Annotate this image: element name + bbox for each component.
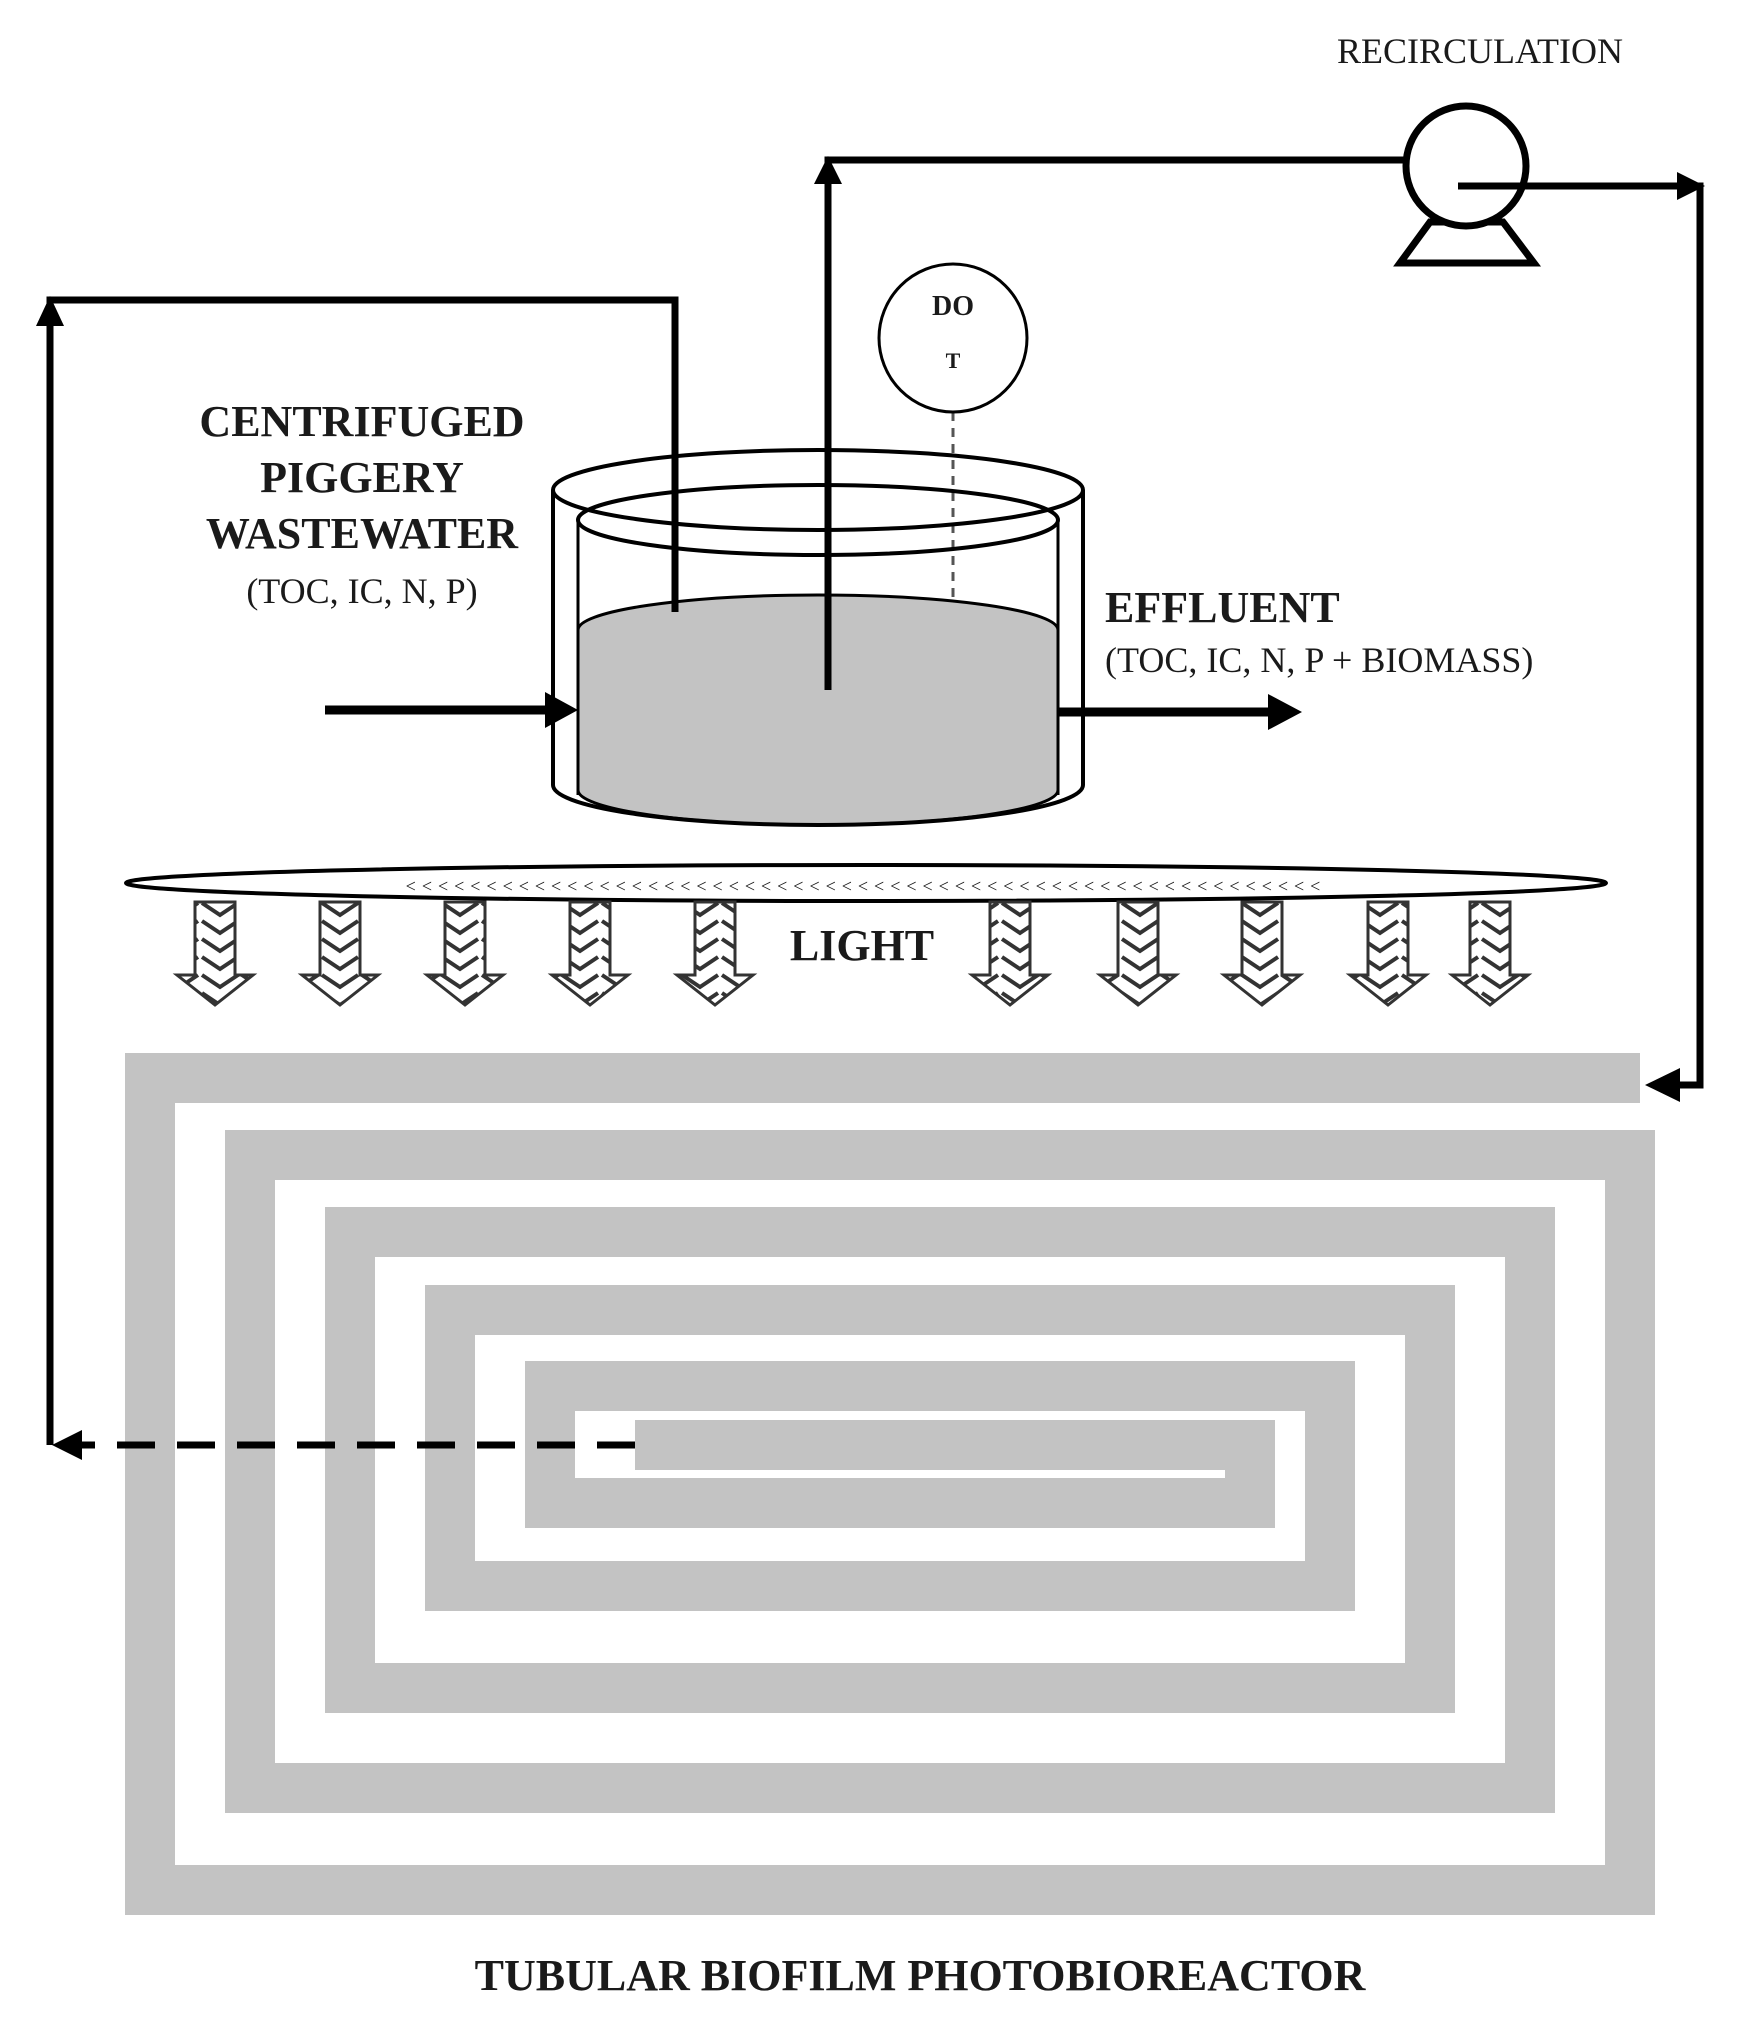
light-source: <<<<<<<<<<<<<<<<<<<<<<<<<<<<<<<<<<<<<<<<… (124, 863, 1608, 1007)
effluent-params: (TOC, IC, N, P + BIOMASS) (1105, 640, 1533, 680)
pump-icon (1393, 102, 1542, 267)
lamp-tube (124, 863, 1608, 903)
recirculation-label: RECIRCULATION (1337, 31, 1623, 71)
recirculation-up-arrowhead (814, 156, 842, 184)
return-pipe-up-arrowhead (36, 296, 64, 326)
lamp-tube-pattern: <<<<<<<<<<<<<<<<<<<<<<<<<<<<<<<<<<<<<<<<… (406, 876, 1327, 896)
tubular-spiral (125, 1053, 1655, 1915)
do-label: DO (932, 291, 974, 322)
light-ray-arrow (172, 900, 258, 1007)
light-ray-arrow (547, 900, 633, 1007)
light-ray-arrow (297, 900, 383, 1007)
influent-title-line2: PIGGERY (260, 453, 464, 502)
effluent-arrowhead (1268, 694, 1302, 730)
reactor-title: TUBULAR BIOFILM PHOTOBIOREACTOR (475, 1951, 1367, 2000)
light-label: LIGHT (790, 921, 934, 970)
light-ray-arrow (967, 900, 1053, 1007)
light-ray-arrow (1095, 900, 1181, 1007)
tank-liquid (576, 593, 1060, 827)
sensor-circle (877, 262, 1029, 414)
light-ray-arrow (422, 900, 508, 1007)
light-ray-arrow (1219, 900, 1305, 1007)
influent-title-line3: WASTEWATER (206, 509, 519, 558)
temperature-label: T (946, 348, 961, 373)
light-arrows (172, 900, 1533, 1007)
pump-outlet-arrowhead (1677, 172, 1705, 200)
influent-title-line1: CENTRIFUGED (199, 397, 524, 446)
pump-outlet-pipe (1458, 182, 1704, 1089)
outlet-arrowhead (52, 1430, 82, 1460)
influent-params: (TOC, IC, N, P) (246, 571, 477, 611)
mixing-tank (551, 200, 1085, 827)
spiral-inlet-arrowhead (1645, 1068, 1680, 1102)
light-ray-arrow (1345, 900, 1431, 1007)
light-ray-arrow (672, 900, 758, 1007)
light-ray-arrow (1447, 900, 1533, 1007)
tube-spiral-path (125, 1053, 1655, 1915)
influent-arrowhead (545, 692, 578, 728)
effluent-title: EFFLUENT (1105, 583, 1340, 632)
